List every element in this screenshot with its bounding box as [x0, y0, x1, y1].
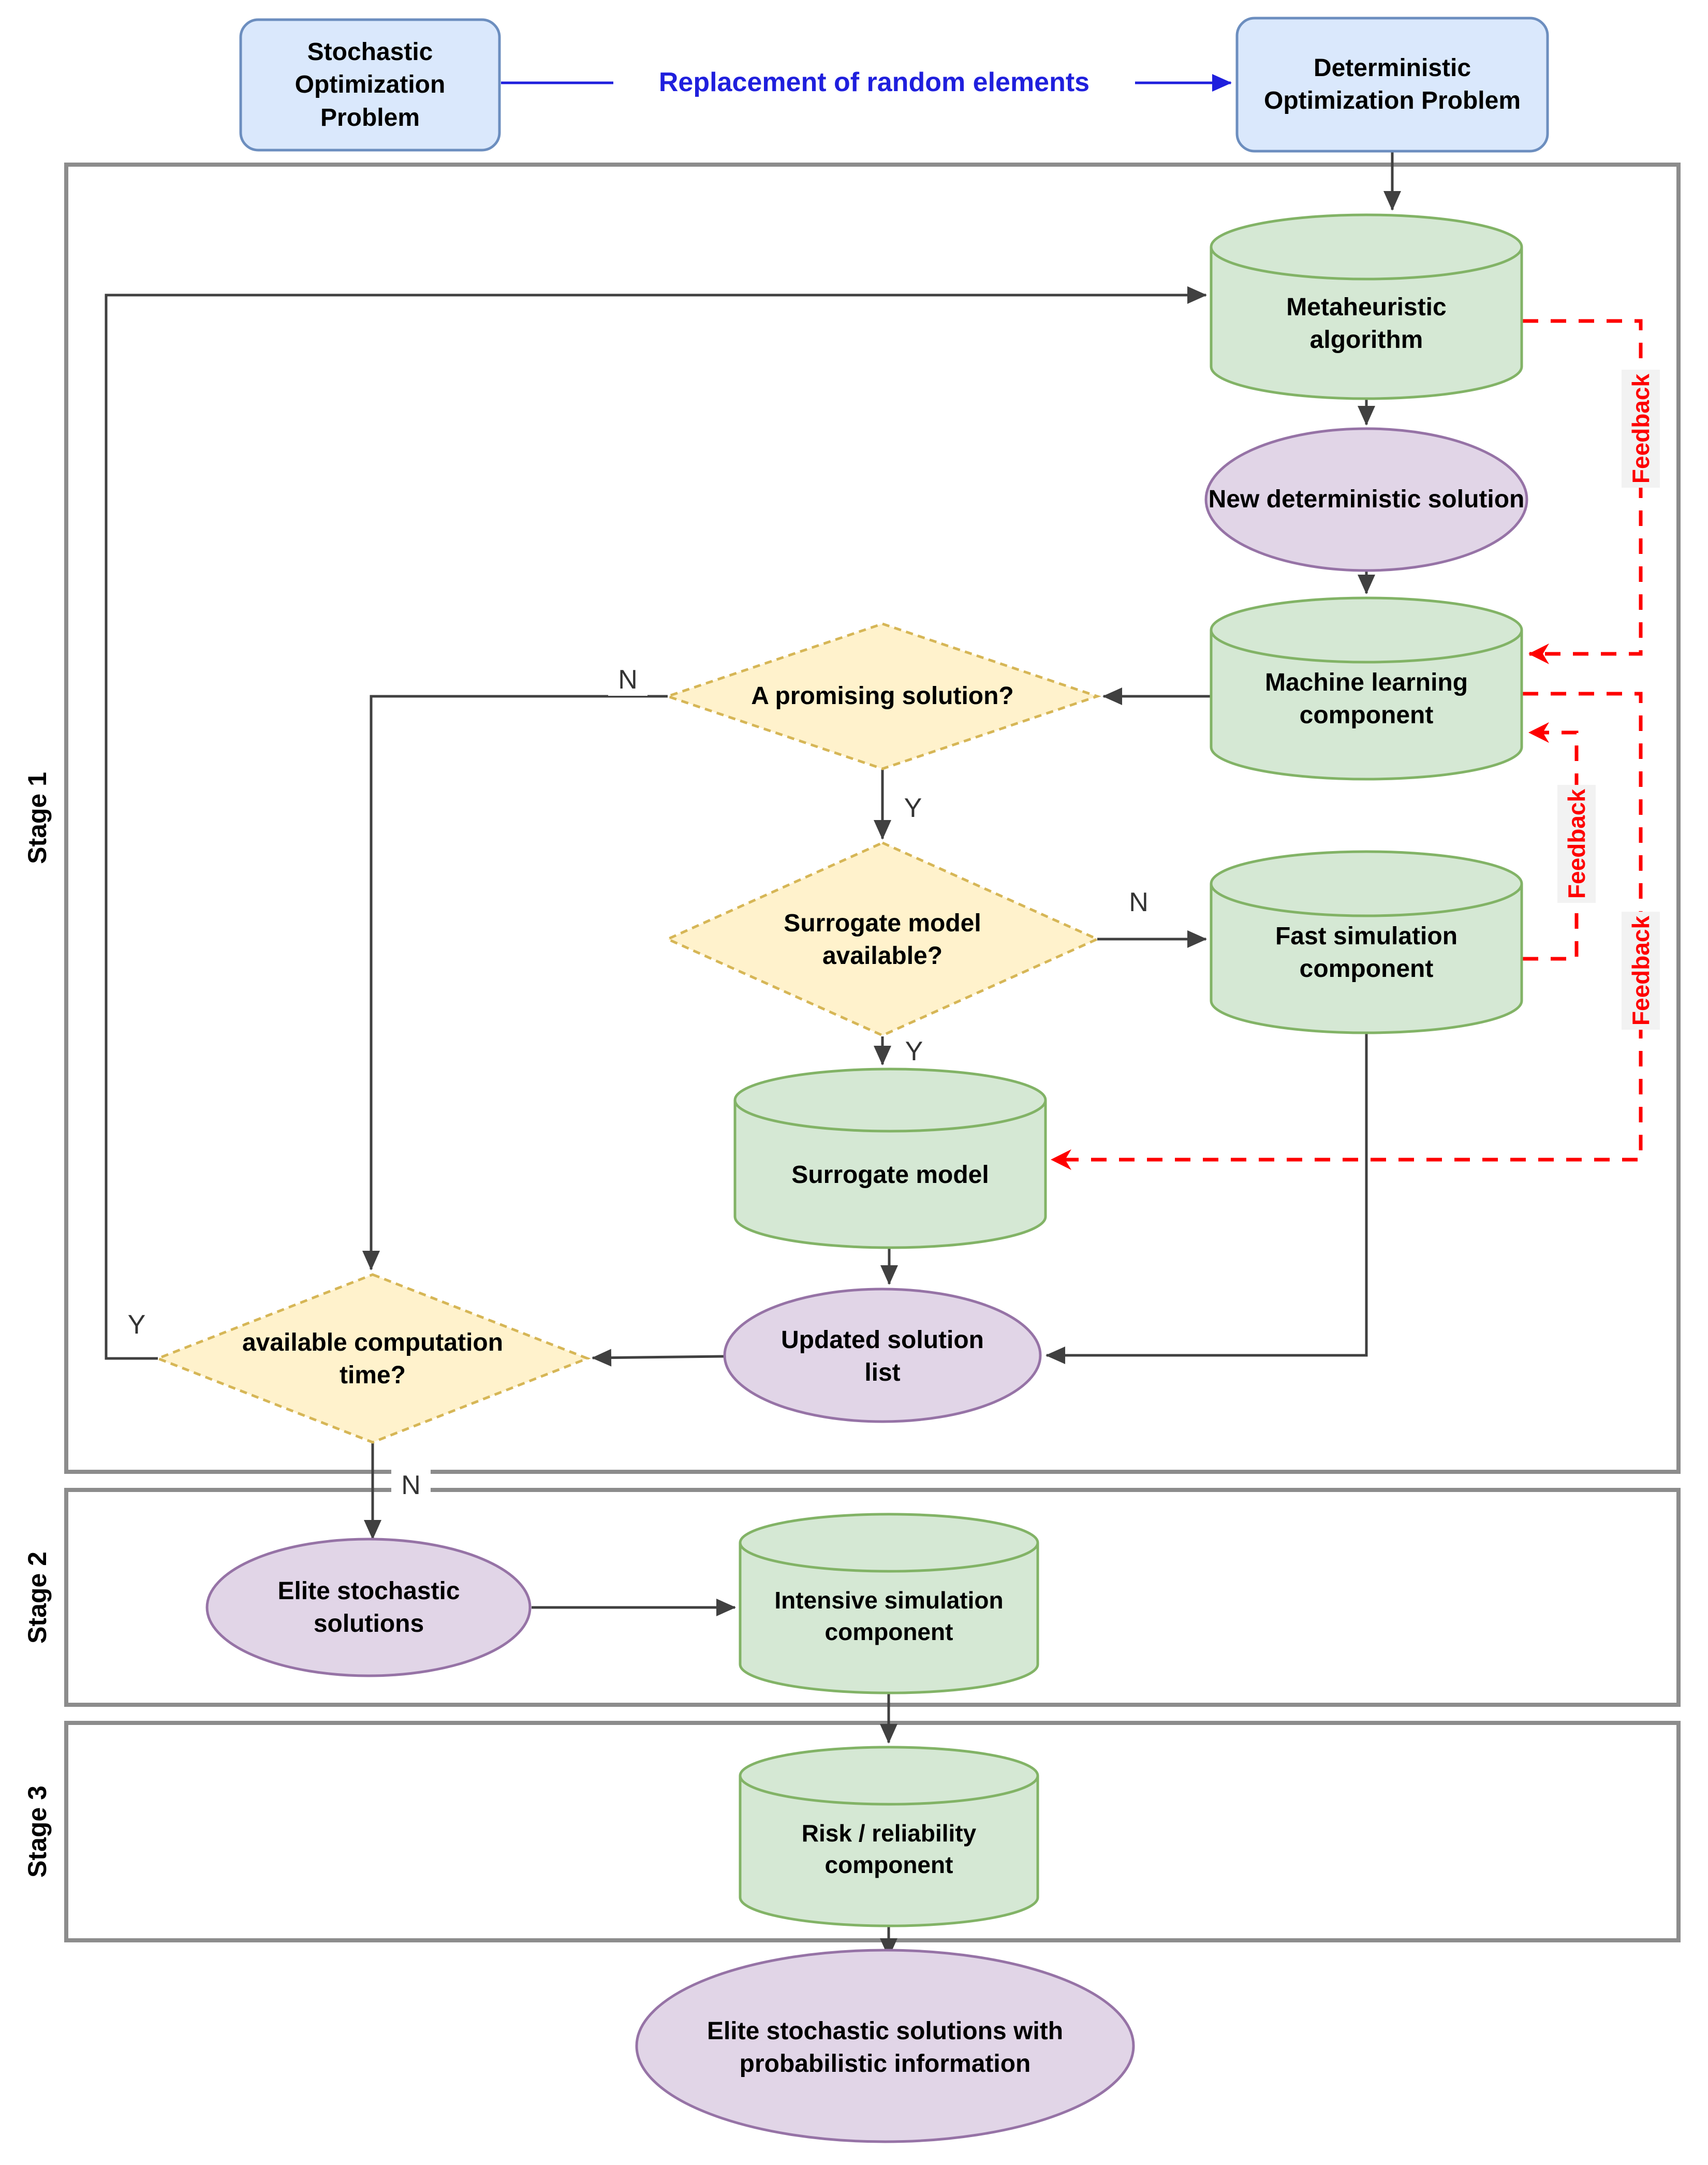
time-check-decision-node: [154, 1273, 591, 1444]
ml-component-node: [1210, 596, 1523, 781]
updated-list-node: [723, 1288, 1042, 1423]
final-solutions-node: [635, 1949, 1135, 2143]
stochastic-problem-label: Stochastic Optimization Problem: [295, 38, 446, 131]
surrogate-model-node: [733, 1067, 1047, 1249]
risk-reliability-node: [739, 1746, 1039, 1927]
updated-list-label: Updated solution list: [781, 1326, 984, 1386]
surrogate-available-label: Surrogate model available?: [784, 909, 981, 970]
stage1-container: [64, 163, 1681, 1474]
surrogate-model-label: Surrogate model: [791, 1161, 989, 1189]
intensive-sim-label: Intensive simulation component: [774, 1587, 1004, 1645]
stochastic-problem-node: [239, 18, 501, 152]
stage1-label: Stage 1: [23, 772, 52, 864]
feedback-label-3: Feedback: [1557, 784, 1596, 903]
edge-updated-list-to-time-check: [592, 1349, 725, 1367]
edge-fast-sim-to-updated-list: [1046, 1034, 1368, 1364]
feedback-label-1: Feedback: [1622, 369, 1660, 488]
replacement-edge-label: Replacement of random elements: [613, 65, 1135, 99]
promising-decision-label: A promising solution?: [751, 682, 1014, 710]
ml-component-label: Machine learning component: [1264, 668, 1468, 729]
final-solutions-label: Elite stochastic solutions with probabil…: [706, 2017, 1064, 2078]
risk-reliability-label: Risk / reliability component: [801, 1820, 977, 1878]
metaheuristic-node: [1210, 213, 1523, 400]
surrogate-available-no-label: N: [1119, 886, 1158, 918]
stage2-label: Stage 2: [23, 1552, 52, 1644]
fast-sim-label: Fast simulation component: [1275, 922, 1458, 983]
promising-no-label: N: [608, 664, 647, 696]
promising-decision-node: [664, 622, 1101, 770]
time-check-label: available computation time?: [242, 1328, 504, 1389]
edge-time-check-yes-to-metaheuristic: [105, 286, 1207, 1360]
intensive-sim-node: [739, 1513, 1039, 1694]
elite-solutions-node: [205, 1538, 532, 1677]
fast-sim-node: [1210, 850, 1523, 1034]
metaheuristic-label: Metaheuristic algorithm: [1286, 293, 1447, 354]
surrogate-available-decision-node: [664, 841, 1101, 1037]
stage3-label: Stage 3: [23, 1786, 52, 1878]
time-check-yes-label: Y: [117, 1309, 156, 1341]
promising-yes-label: Y: [893, 792, 933, 824]
stage2-container: [64, 1488, 1681, 1707]
deterministic-problem-node: [1235, 17, 1549, 153]
new-solution-node: [1204, 427, 1528, 572]
surrogate-available-yes-label: Y: [894, 1035, 934, 1067]
stage3-container: [64, 1721, 1681, 1942]
deterministic-problem-label: Deterministic Optimization Problem: [1263, 54, 1521, 114]
edge-promising-no-to-time-check: [362, 695, 668, 1270]
time-check-no-label: N: [391, 1469, 431, 1501]
new-solution-label: New deterministic solution: [1208, 486, 1525, 514]
feedback-label-2: Feedback: [1622, 911, 1660, 1030]
elite-solutions-label: Elite stochastic solutions: [277, 1577, 460, 1637]
